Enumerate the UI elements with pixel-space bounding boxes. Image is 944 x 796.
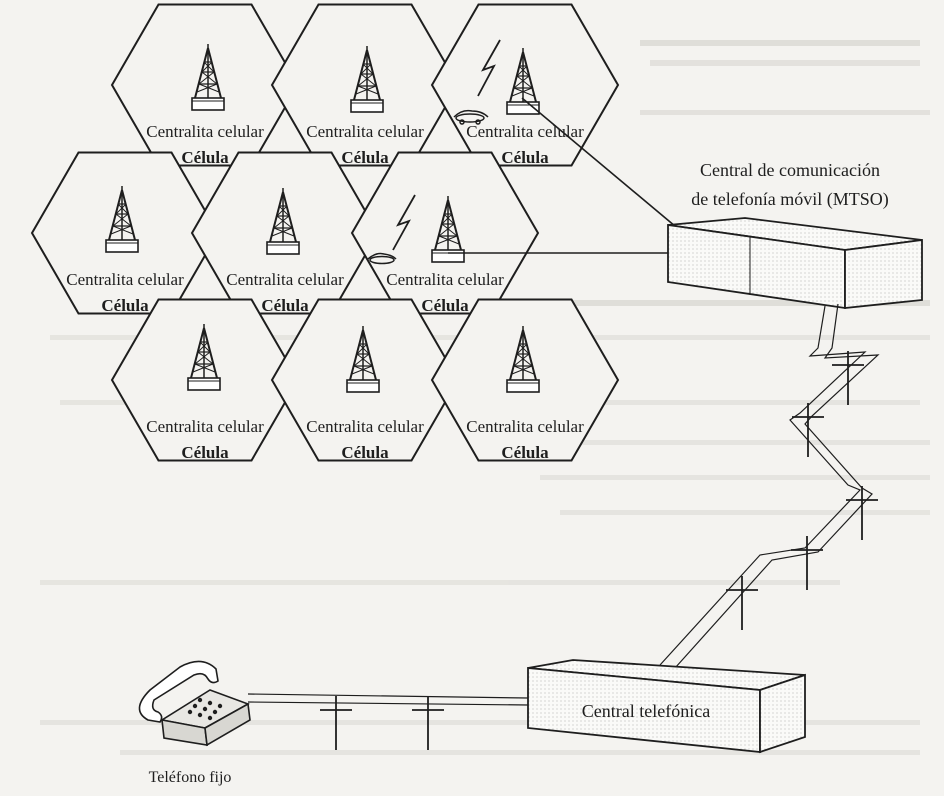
cell-hexagon [430, 3, 620, 167]
cell-centralita-label: Centralita celular [66, 270, 184, 289]
mtso-title-line1: Central de comunicación [700, 160, 880, 180]
cell-celula-label: Célula [341, 443, 389, 462]
cell-celula-label: Célula [501, 148, 549, 167]
cell-hexagon [110, 3, 300, 167]
cell-hexagon [30, 151, 220, 315]
cell-centralita-label: Centralita celular [306, 122, 424, 141]
mtso-title-line2: de telefonía móvil (MTSO) [691, 189, 888, 210]
lightning-icon [392, 194, 416, 251]
cell-celula-label: Célula [261, 296, 309, 315]
cell-celula-label: Célula [421, 296, 469, 315]
central-telefonica-box [527, 659, 806, 754]
mobile-phone-icon [367, 252, 397, 265]
landline-wire [247, 693, 529, 706]
telephone-pole-icon [791, 402, 825, 458]
cell-centralita-label: Centralita celular [306, 417, 424, 436]
central-telefonica-label: Central telefónica [582, 701, 710, 721]
cell-centralita-label: Centralita celular [466, 417, 584, 436]
trunk-line [659, 303, 880, 669]
cell-celula-label: Célula [341, 148, 389, 167]
cell-hexagon [190, 151, 380, 315]
cell-centralita-label: Centralita celular [226, 270, 344, 289]
mobile-phone-icon [453, 109, 489, 125]
cell-celula-label: Célula [501, 443, 549, 462]
mtso-link-lines [448, 97, 701, 254]
desk-phone-icon [138, 660, 251, 747]
cell-celula-label: Célula [101, 296, 149, 315]
cell-celula-label: Célula [181, 148, 229, 167]
cell-centralita-label: Centralita celular [386, 270, 504, 289]
cell-centralita-label: Centralita celular [146, 417, 264, 436]
cell-centralita-label: Centralita celular [146, 122, 264, 141]
cell-hexagon [270, 3, 460, 167]
telefono-fijo-label: Teléfono fijo [149, 769, 232, 786]
mtso-box [667, 217, 923, 310]
lightning-icon [477, 39, 501, 97]
cell-centralita-label: Centralita celular [466, 122, 584, 141]
cell-hexagon [350, 151, 540, 315]
cell-celula-label: Célula [181, 443, 229, 462]
